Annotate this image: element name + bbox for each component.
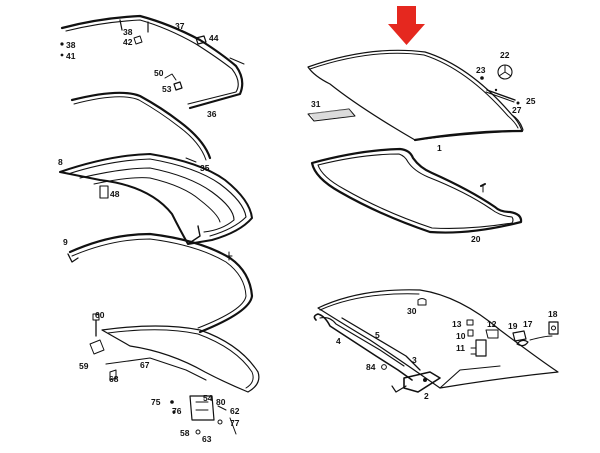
nut-part bbox=[480, 76, 484, 80]
callout-9: 9 bbox=[63, 237, 68, 247]
callout-50: 50 bbox=[154, 68, 164, 78]
callout-36: 36 bbox=[207, 109, 217, 119]
callout-80: 80 bbox=[216, 397, 226, 407]
callout-76: 76 bbox=[172, 406, 182, 416]
compartment-frame-part bbox=[89, 313, 260, 435]
callout-5: 5 bbox=[375, 330, 380, 340]
callout-54: 54 bbox=[203, 393, 213, 403]
callout-75: 75 bbox=[151, 397, 161, 407]
pad-part bbox=[307, 108, 356, 122]
callout-25: 25 bbox=[526, 96, 536, 106]
callout-41: 41 bbox=[66, 51, 76, 61]
callout-19: 19 bbox=[508, 321, 518, 331]
callout-11: 11 bbox=[456, 343, 465, 353]
callout-8: 8 bbox=[58, 157, 63, 167]
trim-strip-part bbox=[485, 88, 520, 105]
callout-31: 31 bbox=[311, 99, 321, 109]
callout-58: 58 bbox=[180, 428, 190, 438]
callout-1: 1 bbox=[437, 143, 442, 153]
callout-27: 27 bbox=[512, 105, 522, 115]
callout-30: 30 bbox=[407, 306, 417, 316]
star-emblem-part bbox=[497, 64, 513, 80]
callout-17: 17 bbox=[523, 319, 533, 329]
callout-62: 62 bbox=[230, 406, 240, 416]
roof-seal-part bbox=[310, 147, 523, 234]
highlight-arrow-icon bbox=[388, 6, 425, 45]
callout-35: 35 bbox=[200, 163, 210, 173]
frame-part bbox=[59, 153, 253, 245]
rear-rail-part bbox=[67, 232, 254, 334]
callout-48: 48 bbox=[110, 189, 120, 199]
callout-44: 44 bbox=[209, 33, 219, 43]
header-rail-part bbox=[60, 14, 245, 110]
callout-10: 10 bbox=[456, 331, 466, 341]
callout-67: 67 bbox=[140, 360, 150, 370]
callout-68: 68 bbox=[109, 374, 119, 384]
callout-18: 18 bbox=[548, 309, 558, 319]
callout-23: 23 bbox=[476, 65, 486, 75]
callout-42: 42 bbox=[123, 37, 133, 47]
roof-panel-part bbox=[307, 49, 524, 142]
callout-2: 2 bbox=[424, 391, 429, 401]
callout-60: 60 bbox=[95, 310, 105, 320]
side-rail-part bbox=[70, 91, 212, 163]
callout-53: 53 bbox=[162, 84, 172, 94]
callout-63: 63 bbox=[202, 434, 212, 444]
callout-3: 3 bbox=[412, 355, 417, 365]
callout-77: 77 bbox=[230, 418, 240, 428]
callout-84: 84 bbox=[366, 362, 376, 372]
callout-4: 4 bbox=[336, 336, 341, 346]
callout-labels: 37 38 42 44 38 41 50 53 36 35 8 48 9 60 … bbox=[58, 21, 558, 444]
rear-deck-part bbox=[313, 289, 559, 393]
callout-22: 22 bbox=[500, 50, 510, 60]
callout-37: 37 bbox=[175, 21, 185, 31]
callout-38: 38 bbox=[66, 40, 76, 50]
callout-38: 38 bbox=[123, 27, 133, 37]
callout-13: 13 bbox=[452, 319, 462, 329]
callout-20: 20 bbox=[471, 234, 481, 244]
callout-12: 12 bbox=[487, 319, 497, 329]
callout-59: 59 bbox=[79, 361, 89, 371]
